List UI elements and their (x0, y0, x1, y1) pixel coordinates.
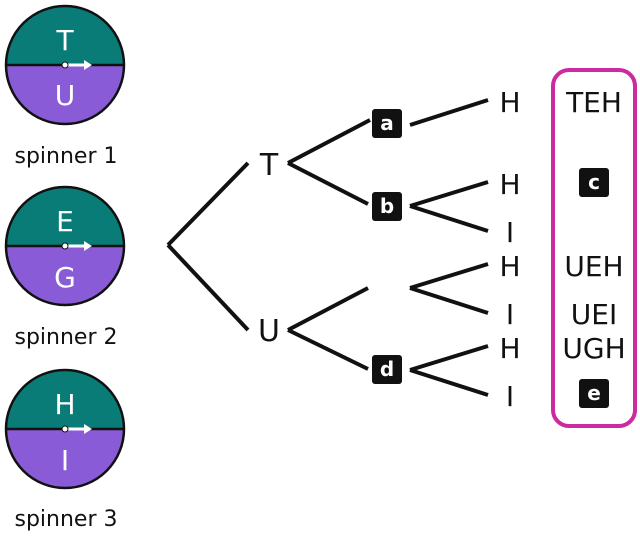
spinner-1-top-half (6, 6, 124, 65)
leaf-4: H (499, 250, 520, 283)
outcome-1: TEH (565, 86, 622, 119)
tree-branches (166, 98, 489, 397)
spinner-1-top-label: T (55, 24, 74, 57)
badge-d: d (372, 355, 402, 384)
spinner-1-bottom-label: U (55, 79, 76, 112)
spinner-3-bottom-half (6, 429, 124, 488)
badge-e: e (579, 379, 609, 408)
spinner-1-arrow-icon (61, 60, 92, 70)
outcome-3: UEH (564, 250, 623, 283)
spinner-2-top-half (6, 187, 124, 246)
branch-d-H (409, 344, 489, 372)
branch-U-missing (287, 286, 369, 332)
spinner-1-name: spinner 1 (15, 144, 118, 169)
badge-d-label: d (380, 357, 394, 381)
badge-c-label: c (588, 170, 600, 194)
badge-e-label: e (587, 381, 601, 405)
leaf-1: H (499, 86, 520, 119)
leaf-6: H (499, 332, 520, 365)
leaf-3: I (506, 216, 514, 249)
branch-missing-H (409, 262, 489, 290)
spinner-3-bottom-label: I (61, 444, 69, 477)
badge-b: b (372, 192, 402, 221)
badge-a-label: a (380, 111, 394, 135)
badge-c: c (579, 168, 609, 197)
node-T: T (259, 148, 279, 183)
spinner-3-top-half (6, 370, 124, 429)
branch-root-T (166, 161, 250, 247)
spinner-3-top-label: H (54, 388, 75, 421)
spinner-2-name: spinner 2 (15, 325, 118, 350)
spinner-2-top-label: E (56, 205, 74, 238)
badge-a: a (372, 109, 402, 138)
spinner-2-bottom-half (6, 246, 124, 305)
node-U: U (258, 314, 280, 349)
branch-b-H (409, 180, 489, 208)
leaf-5: I (506, 298, 514, 331)
branch-T-a (287, 118, 371, 165)
branch-missing-I (409, 286, 489, 315)
spinner-3-name: spinner 3 (15, 507, 118, 532)
branch-T-b (287, 161, 369, 206)
spinner-3-arrow-icon (61, 424, 92, 434)
leaf-2: H (499, 168, 520, 201)
leaf-7: I (506, 380, 514, 413)
branch-a-H (409, 98, 489, 127)
spinner-2-bottom-label: G (54, 261, 76, 294)
badge-b-label: b (380, 194, 394, 218)
branch-root-U (166, 243, 250, 332)
branch-d-I (409, 368, 489, 397)
branch-U-d (287, 328, 369, 371)
spinner-2: E G spinner 2 (4, 185, 126, 350)
outcomes-box (551, 68, 637, 428)
outcome-5: UGH (562, 332, 625, 365)
spinner-1-bottom-half (6, 65, 124, 124)
branch-b-I (409, 204, 489, 233)
spinner-1: T U spinner 1 (4, 4, 126, 169)
outcome-4: UEI (571, 298, 617, 331)
spinner-2-arrow-icon (61, 241, 92, 251)
spinner-3: H I spinner 3 (4, 368, 126, 532)
